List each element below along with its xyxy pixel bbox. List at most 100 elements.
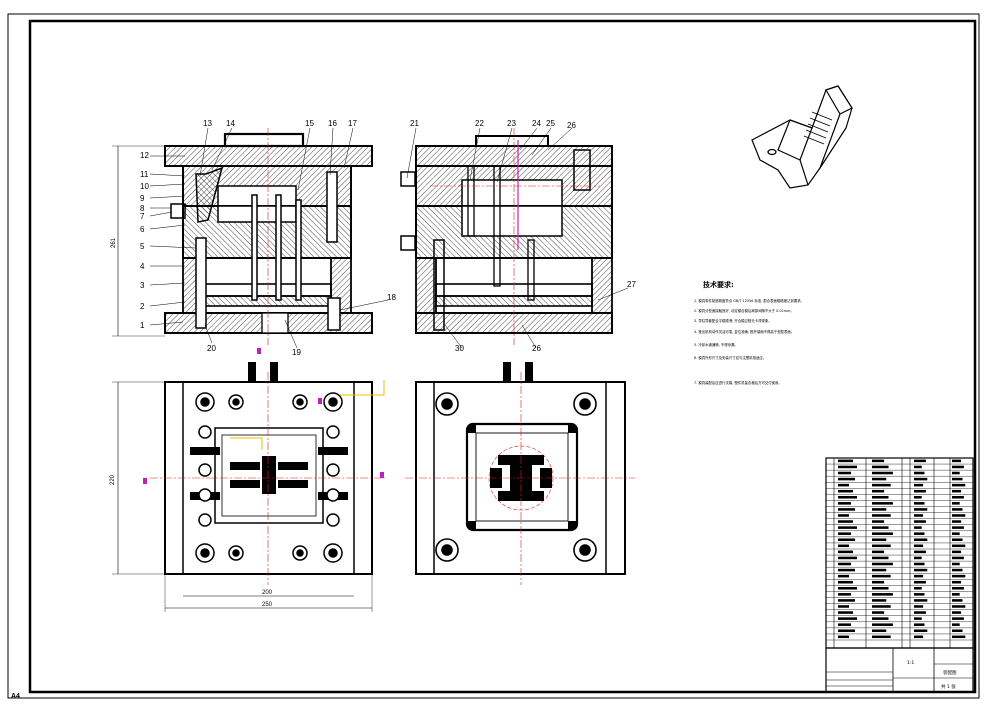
part-label-4: 4 <box>140 262 145 271</box>
parts-list-cell-mark <box>914 587 922 590</box>
parts-list-cell-mark <box>914 508 928 511</box>
parts-list-cell-mark <box>914 623 925 626</box>
parts-list-cell-mark <box>872 550 885 554</box>
parts-list-cell-mark <box>914 629 928 633</box>
parts-list-cell-mark <box>914 568 928 572</box>
parts-list-cell-mark <box>952 465 964 469</box>
parts-list-cell-mark <box>838 593 851 596</box>
parts-list-cell-mark <box>952 514 966 517</box>
tech-req-item-1: 1. 模具零件制造精度符合 GB/T 12556 标准, 配合表面粗糙度达到要求… <box>694 298 804 303</box>
part-label-6: 6 <box>140 225 145 234</box>
parts-list-cell-mark <box>872 459 885 463</box>
parts-list-cell-mark <box>952 599 963 602</box>
parts-list-cell-mark <box>838 629 855 633</box>
title-block-scale: 1:1 <box>907 660 914 666</box>
plan-inner-width-dim: 200 <box>262 590 273 596</box>
parts-list-cell-mark <box>838 520 853 523</box>
parts-list-cell-mark <box>914 556 922 560</box>
parts-list-cell-mark <box>872 568 887 572</box>
parts-list-cell-mark <box>872 611 885 614</box>
part-label-19: 19 <box>292 348 301 357</box>
parts-list-cell-mark <box>872 623 893 626</box>
part-label-27: 27 <box>627 280 636 289</box>
parts-list-cell-mark <box>952 508 963 511</box>
parts-list-cell-mark <box>872 502 893 505</box>
parts-list-cell-mark <box>914 477 928 481</box>
parts-list-cell-mark <box>838 556 857 560</box>
parts-list-cell-mark <box>838 617 857 620</box>
parts-list-cell-mark <box>914 520 926 523</box>
parts-list-cell-mark <box>872 489 885 493</box>
parts-list-cell-mark <box>914 544 924 548</box>
parts-list-cell-mark <box>952 544 966 548</box>
part-label-25: 25 <box>546 119 555 128</box>
plan-view-fixed-half <box>405 362 635 585</box>
plan-view-moving-half: 220 <box>110 348 385 612</box>
plan-outer-width-dim: 250 <box>262 602 273 608</box>
parts-list-cell-mark <box>914 635 924 639</box>
parts-list-cell-mark <box>838 514 849 517</box>
parts-list-cell-mark <box>838 611 853 614</box>
parts-list-cell-mark <box>838 562 851 566</box>
parts-list-cell-mark <box>952 574 966 578</box>
parts-list-cell-mark <box>872 483 891 487</box>
parts-list-cell-mark <box>914 550 926 554</box>
parts-list-cell-mark <box>914 599 928 602</box>
isometric-part <box>751 85 853 189</box>
parts-list <box>825 457 974 649</box>
parts-list-cell-mark <box>914 526 922 529</box>
part-label-1: 1 <box>140 321 145 330</box>
parts-list-cell-mark <box>838 580 853 584</box>
parts-list-cell-mark <box>952 489 962 493</box>
parts-list-cell-mark <box>838 544 849 548</box>
parts-list-cell-mark <box>872 538 887 542</box>
sheet-corner-mark: A4 <box>11 693 20 700</box>
parts-list-cell-mark <box>872 593 893 596</box>
parts-list-cell-mark <box>838 532 851 535</box>
part-label-8: 8 <box>140 204 145 213</box>
title-block-name: 装配图 <box>943 669 957 676</box>
part-label-10: 10 <box>140 182 149 191</box>
parts-list-cell-mark <box>914 593 925 596</box>
part-label-23: 23 <box>507 119 516 128</box>
parts-list-cell-mark <box>952 532 960 535</box>
parts-list-cell-mark <box>952 580 962 584</box>
parts-list-cell-mark <box>914 538 928 542</box>
parts-list-cell-mark <box>914 611 926 614</box>
parts-list-cell-mark <box>872 580 885 584</box>
parts-list-cell-mark <box>952 538 963 542</box>
parts-list-cell-mark <box>952 526 964 529</box>
parts-list-cell-mark <box>872 617 889 620</box>
parts-list-cell-mark <box>872 532 893 535</box>
parts-list-cell-mark <box>838 489 853 493</box>
parts-list-cell-mark <box>872 526 889 529</box>
parts-list-cell-mark <box>838 471 851 475</box>
parts-list-cell-mark <box>872 629 887 633</box>
parts-list-cell-mark <box>872 477 887 481</box>
parts-list-cell-mark <box>952 568 963 572</box>
part-label-14: 14 <box>226 119 235 128</box>
parts-list-cell-mark <box>952 556 964 560</box>
parts-list-cell-mark <box>838 526 857 529</box>
parts-list-cell-mark <box>872 471 893 475</box>
parts-list-cell-mark <box>914 489 926 493</box>
part-label-17: 17 <box>348 119 357 128</box>
parts-list-cell-mark <box>952 471 960 475</box>
parts-list-cell-mark <box>838 605 849 608</box>
parts-list-cell-mark <box>872 574 891 578</box>
parts-list-cell-mark <box>914 514 924 517</box>
part-label-22: 22 <box>475 119 484 128</box>
parts-list-cell-mark <box>838 574 849 578</box>
parts-list-cell-mark <box>952 593 960 596</box>
parts-list-cell-mark <box>952 483 966 487</box>
parts-list-cell-mark <box>838 477 855 481</box>
part-label-26b: 26 <box>532 344 541 353</box>
part-label-13: 13 <box>203 119 212 128</box>
parts-list-cell-mark <box>952 623 960 626</box>
part-label-15: 15 <box>305 119 314 128</box>
parts-list-cell-mark <box>838 635 849 639</box>
parts-list-cell-mark <box>952 477 963 481</box>
parts-list-cell-mark <box>952 496 964 499</box>
part-label-18: 18 <box>387 293 396 302</box>
part-label-2: 2 <box>140 302 145 311</box>
